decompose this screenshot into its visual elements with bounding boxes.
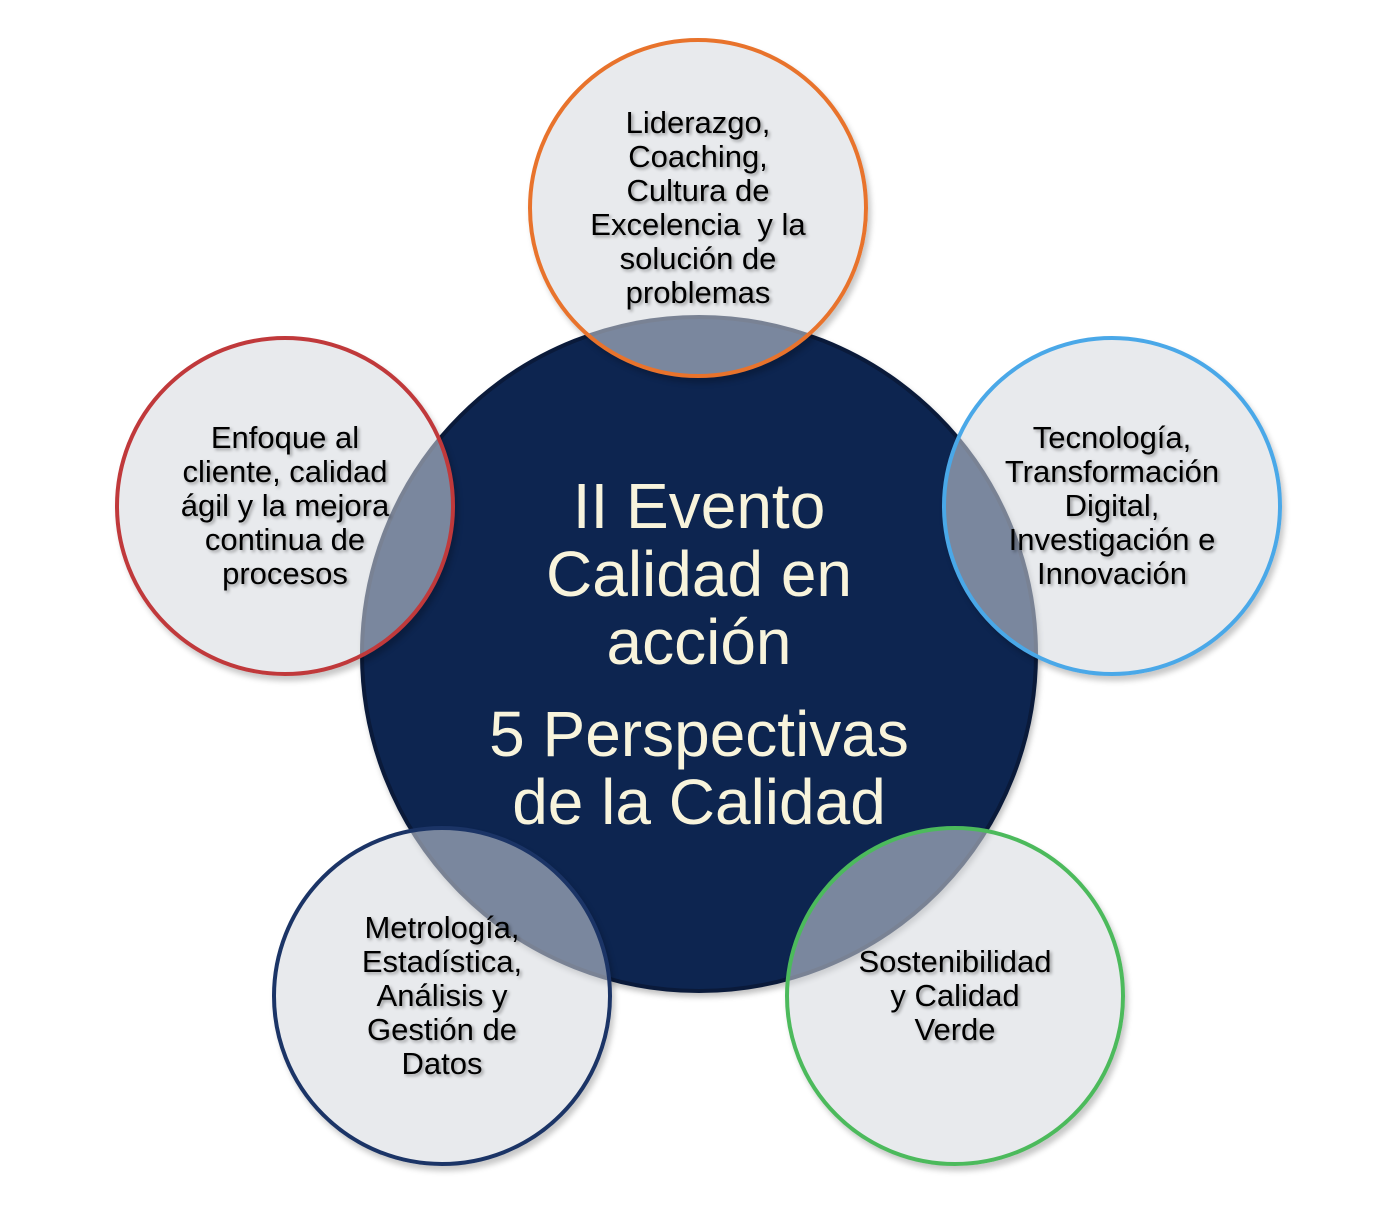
perspective-text-line: procesos bbox=[222, 556, 348, 591]
perspective-text-line: Excelencia y la bbox=[590, 207, 806, 242]
perspective-text-line: Verde bbox=[914, 1012, 996, 1047]
perspective-circle-sustainability: Sostenibilidad y Calidad Verde bbox=[785, 826, 1125, 1166]
perspective-text-line: Tecnología, bbox=[1032, 420, 1192, 455]
perspective-text-line: Metrología, bbox=[364, 910, 520, 945]
center-title-line-2: Calidad en bbox=[546, 538, 852, 610]
center-subtitle-line-1: 5 Perspectivas bbox=[489, 698, 909, 770]
perspective-text-line: Coaching, bbox=[628, 139, 768, 174]
perspective-text-line: Estadística, bbox=[361, 944, 523, 979]
perspective-text-line: cliente, calidad bbox=[182, 454, 388, 489]
center-subtitle-line-2: de la Calidad bbox=[512, 766, 886, 838]
perspective-text-line: y Calidad bbox=[890, 978, 1020, 1013]
perspective-text-line: Cultura de bbox=[626, 173, 770, 208]
perspective-circle-technology: Tecnología, Transformación Digital, Inve… bbox=[942, 336, 1282, 676]
perspective-text-line: Liderazgo, bbox=[625, 105, 771, 140]
perspective-text-line: Gestión de bbox=[367, 1012, 517, 1047]
perspective-circle-leadership: Liderazgo, Coaching, Cultura de Excelenc… bbox=[528, 38, 868, 378]
perspective-text-line: solución de bbox=[619, 241, 777, 276]
perspective-circle-metrology: Metrología, Estadística, Análisis y Gest… bbox=[272, 826, 612, 1166]
perspective-text-line: ágil y la mejora bbox=[180, 488, 390, 523]
perspective-circle-customer-focus: Enfoque al cliente, calidad ágil y la me… bbox=[115, 336, 455, 676]
perspective-text-line: continua de bbox=[204, 522, 366, 557]
center-title-line-3: acción bbox=[606, 606, 792, 678]
perspective-text-line: Transformación bbox=[1004, 454, 1220, 489]
perspective-text-line: Datos bbox=[401, 1046, 483, 1081]
perspective-text-line: problemas bbox=[625, 275, 771, 310]
perspective-text-line: Análisis y bbox=[376, 978, 508, 1013]
center-title-line-1: II Evento bbox=[572, 470, 826, 542]
perspective-text-line: Innovación bbox=[1037, 556, 1187, 591]
perspective-text-line: Investigación e bbox=[1008, 522, 1216, 557]
perspective-text-line: Sostenibilidad bbox=[858, 944, 1052, 979]
perspective-text-line: Digital, bbox=[1064, 488, 1160, 523]
perspective-text-line: Enfoque al bbox=[210, 420, 360, 455]
